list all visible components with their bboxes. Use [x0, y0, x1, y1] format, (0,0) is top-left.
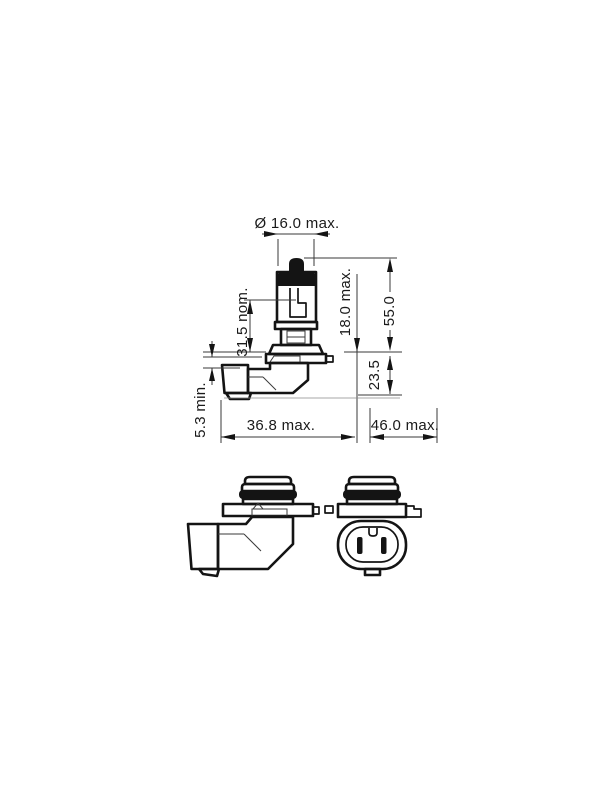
dim-overall-length: 55.0	[381, 258, 398, 351]
dim-min-clearance: 5.3 min.	[192, 341, 262, 438]
arrowhead	[314, 231, 328, 237]
cap-top-band-front	[347, 475, 397, 486]
connector-elbow-inner-curve	[243, 533, 262, 552]
pin-slot-right	[381, 537, 387, 554]
base-collar	[267, 343, 325, 356]
dim-base-depth: 23.5	[358, 356, 402, 396]
flange-plate-front	[336, 502, 408, 519]
base-side-view	[186, 475, 320, 578]
arrowhead	[387, 380, 393, 394]
arrowhead	[264, 231, 278, 237]
flange-index-notch	[252, 502, 264, 510]
dim-label-overall-length: 55.0	[381, 296, 398, 326]
o-ring-gasket-front	[343, 490, 401, 499]
arrowhead	[247, 338, 253, 352]
flange-tab-right-front	[405, 505, 422, 518]
arrowhead	[387, 258, 393, 272]
connector-socket-foot	[224, 391, 253, 401]
arrowhead	[423, 434, 437, 440]
dim-nominal-height: 31.5 nom.	[234, 287, 253, 357]
connector-elbow-inner2	[262, 376, 277, 391]
arrowhead	[341, 434, 355, 440]
connector-elbow-body	[246, 361, 310, 395]
connector-oval-inner	[345, 526, 399, 563]
dim-label-connector-width: 36.8 max.	[247, 417, 316, 434]
connector-socket-foot2	[197, 567, 221, 578]
connector-socket-box	[186, 522, 220, 571]
bulb-side-view	[220, 258, 334, 401]
bulb-tip	[289, 258, 304, 273]
connector-elbow	[216, 515, 295, 571]
flange-tab-right	[325, 355, 334, 363]
bottom-tab	[363, 567, 382, 577]
dim-overall-width: 46.0 max.	[369, 408, 440, 443]
dim-label-base-depth: 23.5	[366, 360, 383, 390]
flange-notch	[269, 355, 301, 363]
cap-second-band-front	[344, 482, 400, 493]
filament-support	[289, 288, 307, 318]
flange-tab-left-front	[324, 505, 334, 514]
arrowhead	[247, 300, 253, 314]
arrowhead	[370, 434, 384, 440]
cap-second-band	[240, 482, 296, 493]
arrowhead	[209, 368, 215, 381]
dim-base-height: 18.0 max.	[337, 268, 360, 443]
flange-plate	[264, 352, 328, 365]
dimension-annotations: Ø 16.0 max. 31.5 nom.	[192, 215, 439, 443]
arrowhead	[387, 356, 393, 370]
glass-black-cap	[277, 272, 316, 286]
dim-connector-width: 36.8 max.	[220, 400, 355, 443]
dim-label-base-height: 18.0 max.	[337, 268, 354, 337]
o-ring-gasket	[239, 490, 297, 499]
dim-label-nominal-height: 31.5 nom.	[234, 287, 251, 356]
base-front-view	[324, 475, 422, 577]
arrowhead	[354, 338, 360, 352]
dim-label-overall-width: 46.0 max.	[371, 417, 440, 434]
arrowhead	[209, 344, 215, 357]
connector-socket-side	[220, 363, 250, 395]
dim-label-min-clearance: 5.3 min.	[192, 382, 209, 438]
cap-top-band	[243, 475, 293, 486]
flange-tab-right-side	[312, 506, 320, 515]
dim-label-diameter: Ø 16.0 max.	[254, 215, 339, 232]
arrowhead	[221, 434, 235, 440]
pin-slot-left	[357, 537, 363, 554]
dim-diameter: Ø 16.0 max.	[254, 215, 339, 266]
arrowhead	[387, 337, 393, 351]
keyway-notch	[368, 528, 378, 537]
flange-plate-side	[221, 502, 315, 518]
